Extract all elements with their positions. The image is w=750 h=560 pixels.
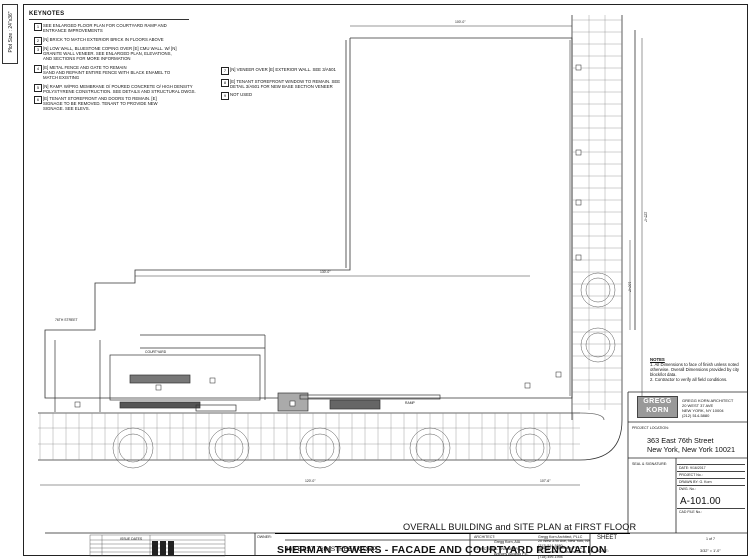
drawing-title: OVERALL BUILDING and SITE PLAN at FIRST …: [403, 522, 637, 532]
owner-name: 363 EAST 76th STREET CORP.: [285, 546, 378, 553]
project-title: SHERMAN TOWERS - FACADE AND COURTYARD RE…: [277, 544, 607, 556]
keynotes-underline: [29, 19, 189, 20]
keynote-6: 6[E] TENANT STOREFRONT AND DOORS TO REMA…: [34, 96, 223, 111]
owner-label: OWNER:: [257, 535, 272, 539]
structural-name: Anthony Accardo P.E.: [494, 552, 529, 556]
sheet-number: A-101.00: [680, 496, 721, 507]
note-line: otherwise. Overall Dimensions provided b…: [650, 367, 740, 372]
note-line: block/lot data.: [650, 372, 677, 377]
general-notes: NOTES 1. All Dimensions to face of finis…: [650, 357, 740, 382]
seal-label: SEAL & SIGNATURE:: [632, 462, 668, 466]
dim-top: 100'-0": [455, 20, 466, 24]
dim-right: 225'-0": [643, 211, 648, 223]
architect-label: ARCHITECT:: [474, 535, 496, 539]
dim-mid: 130'-0": [320, 270, 331, 274]
keynotes-title: KEYNOTES: [29, 11, 65, 17]
keynote-5: 5[N] RAMP. W/PRG MEMBRANE O/ POURED CONC…: [34, 84, 223, 94]
keynote-2: 2[N] BRICK TO MATCH EXTERIOR BRICK IN FL…: [34, 37, 223, 45]
keynote-8: 8[E] TENANT STOREFRONT WINDOW TO REMAIN.…: [221, 79, 350, 89]
scale-value: 3/32" = 1'-0": [700, 549, 721, 553]
dim-right-lower: 100'-0": [627, 281, 632, 293]
logo-bottom: KORN: [646, 407, 669, 414]
title-row-date: DATE: 9/16/2017: [677, 464, 745, 471]
structural-firm: Accardo Engineering, PLLC 171 Chelsea Ct…: [538, 546, 593, 559]
title-row-drawn-by: DRAWN BY: G. Korn: [677, 478, 745, 485]
architect-name: Gregg Korn, AIA: [494, 540, 521, 544]
title-row-project-no: PROJECT No.:: [677, 471, 745, 478]
label-street: 76TH STREET: [55, 318, 78, 322]
structural-label: STRUCTURAL ENGINEER:: [474, 547, 519, 551]
firm-address: GREGG KORN ARCHITECT 20 WEST 37 AVE NEW …: [682, 398, 734, 418]
sheet-label: SHEET: [597, 535, 618, 541]
dim-bottom: 120'-0": [305, 479, 316, 483]
keynote-3: 3[N] LOW WALL, BLUESTONE COPING OVER [E]…: [34, 46, 223, 61]
dim-bottom-right: 107'-6": [540, 479, 551, 483]
architect-firm: Gregg Korn Architect, PLLC 20 West 37th …: [538, 535, 591, 548]
keynote-4: 4[E] METAL FENCE AND GATE TO REMAIN SAND…: [34, 65, 223, 80]
drawing-title-rule: [275, 533, 630, 534]
project-location: 363 East 76th Street New York, New York …: [647, 436, 736, 454]
firm-logo: GREGG KORN: [637, 396, 678, 418]
plot-size-tab: Plot Size : 24"x36": [2, 4, 18, 64]
cad-file-row: CAD FILE No.:: [677, 508, 745, 515]
sheet-of: 1 of 7: [706, 537, 715, 541]
label-ramp: RAMP: [405, 401, 415, 405]
notes-title: NOTES: [650, 357, 665, 362]
note-line: 2. Contractor to verify all field condit…: [650, 377, 728, 382]
scale-label: SCALE:: [596, 549, 609, 553]
label-courtyard: COURTYARD: [145, 350, 167, 354]
title-row-dwg-no: DWG. No.:: [677, 485, 745, 492]
project-location-label: PROJECT LOCATION:: [632, 426, 669, 430]
revisions-header: ISSUE DATES: [120, 537, 143, 541]
logo-top: GREGG: [643, 398, 672, 405]
drawing-sheet-border: [23, 4, 748, 556]
note-line: 1. All Dimensions to face of finish unle…: [650, 362, 739, 367]
keynote-7: 7[N] VENEER OVER [E] EXTERIOR WALL. SEE …: [221, 67, 350, 75]
